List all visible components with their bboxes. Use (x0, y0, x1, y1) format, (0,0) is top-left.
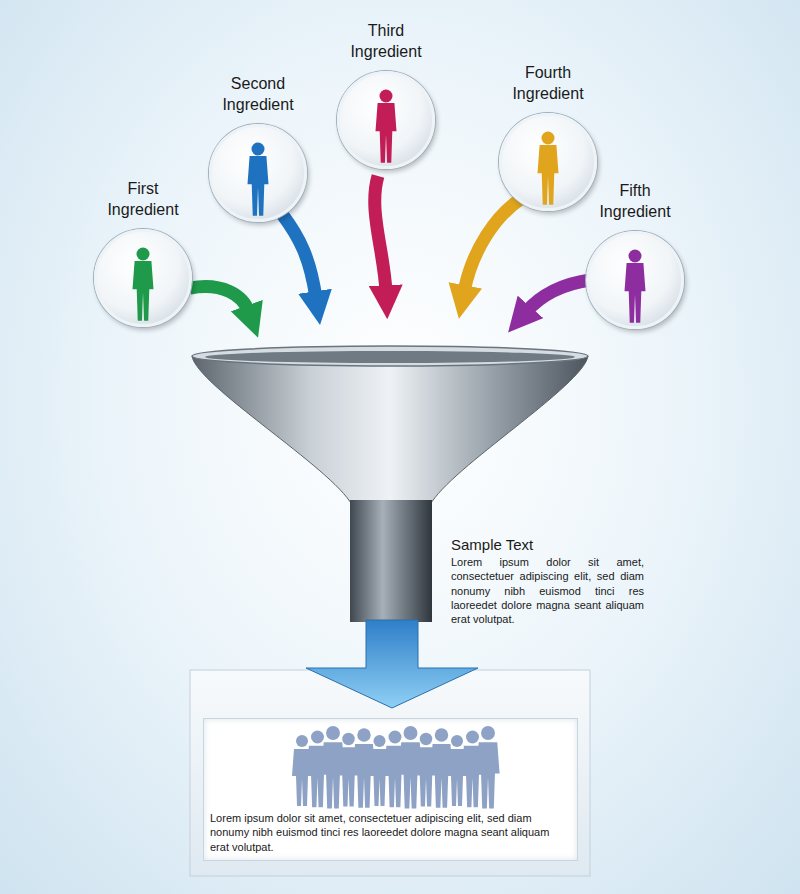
circle-badge (586, 231, 684, 329)
crowd-silhouette (210, 723, 571, 811)
ingredient-circle: First Ingredient (78, 179, 208, 327)
person-silhouette (589, 234, 681, 326)
circle-badge (209, 124, 307, 222)
person-silhouette (97, 232, 189, 324)
ingredient-label: First Ingredient (93, 179, 193, 221)
result-box: Lorem ipsum dolor sit amet, consectetuer… (203, 718, 578, 861)
ingredient-circle: Fifth Ingredient (570, 181, 700, 329)
ingredient-label: Fourth Ingredient (498, 63, 598, 105)
ingredient-label: Third Ingredient (336, 21, 436, 63)
ingredient-circle: Second Ingredient (193, 74, 323, 222)
circle-badge (337, 71, 435, 169)
circle-badge (499, 113, 597, 211)
result-text: Lorem ipsum dolor sit amet, consectetuer… (210, 811, 571, 854)
ingredient-label: Fifth Ingredient (585, 181, 685, 223)
sample-heading: Sample Text (451, 536, 644, 554)
ingredient-circle: Fourth Ingredient (483, 63, 613, 211)
sample-paragraph: Lorem ipsum dolor sit amet, consectetuer… (451, 555, 644, 626)
person-silhouette (212, 127, 304, 219)
ingredient-circle: Third Ingredient (321, 21, 451, 169)
person-silhouette (340, 74, 432, 166)
ingredient-label: Second Ingredient (208, 74, 308, 116)
circle-badge (94, 229, 192, 327)
person-silhouette (502, 116, 594, 208)
